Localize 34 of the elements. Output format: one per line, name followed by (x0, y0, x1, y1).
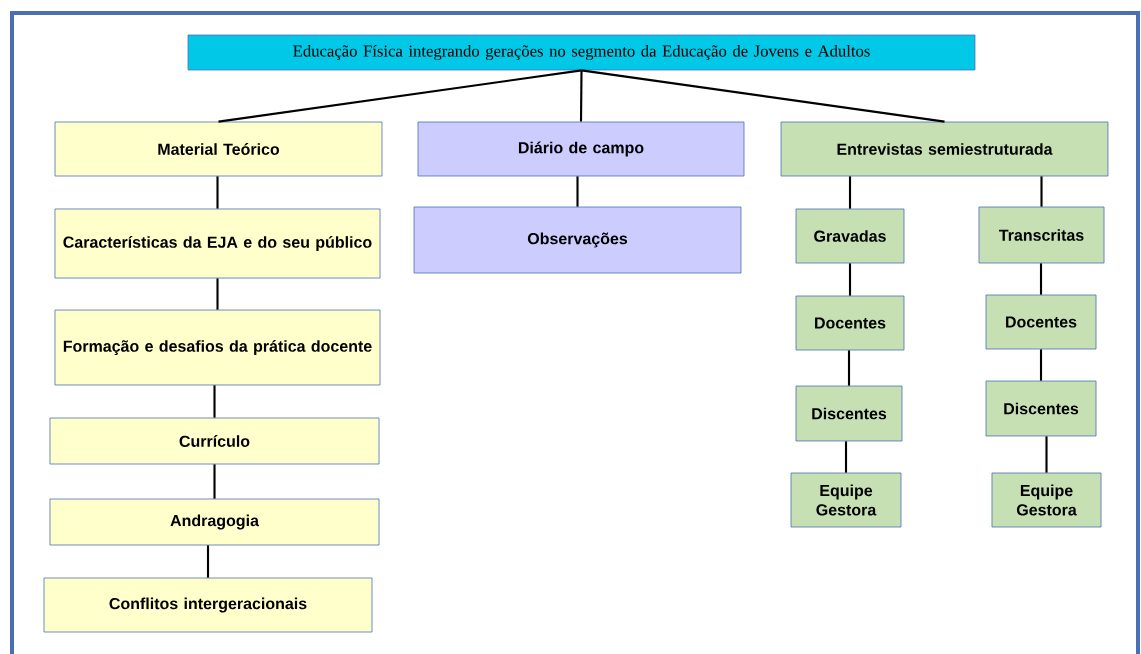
connector-line (216, 176, 219, 209)
topic-box: Transcritas (978, 206, 1105, 264)
connector-line (1045, 436, 1048, 473)
title-box: Educação Física integrando gerações no segmento da Educação de Jovens e Adultos (187, 34, 976, 71)
connector-line (218, 69, 582, 123)
connector-line (848, 263, 852, 296)
connector-line (213, 464, 216, 499)
topic-box: Discentes (795, 385, 903, 442)
connector-line (1039, 349, 1043, 381)
topic-box: Características da EJA e do seu público (54, 208, 381, 279)
topic-box: Equipe Gestora (991, 472, 1102, 528)
topic-box: Entrevistas semiestruturada (780, 121, 1109, 177)
connector-line (1040, 176, 1043, 207)
connector-line (844, 441, 848, 473)
topic-box: Equipe Gestora (790, 472, 902, 528)
connector-line (576, 176, 579, 207)
topic-box: Currículo (49, 417, 380, 465)
topic-box: Docentes (795, 295, 905, 351)
connector-line (1039, 263, 1043, 295)
connector-line (213, 385, 216, 418)
connector-line (216, 278, 219, 310)
topic-box: Docentes (985, 294, 1097, 350)
topic-box: Gravadas (795, 208, 905, 264)
topic-box: Formação e desafios da prática docente (54, 309, 381, 386)
topic-box: Observações (413, 206, 742, 274)
topic-box: Conflitos intergeracionais (43, 577, 373, 633)
connector-line (579, 70, 583, 122)
topic-box: Andragogia (49, 498, 380, 546)
connector-line (848, 176, 852, 209)
connector-line (206, 545, 210, 578)
topic-box: Diário de campo (417, 121, 745, 177)
connector-line (847, 350, 851, 386)
topic-box: Material Teórico (54, 121, 383, 177)
topic-box: Discentes (985, 380, 1097, 437)
